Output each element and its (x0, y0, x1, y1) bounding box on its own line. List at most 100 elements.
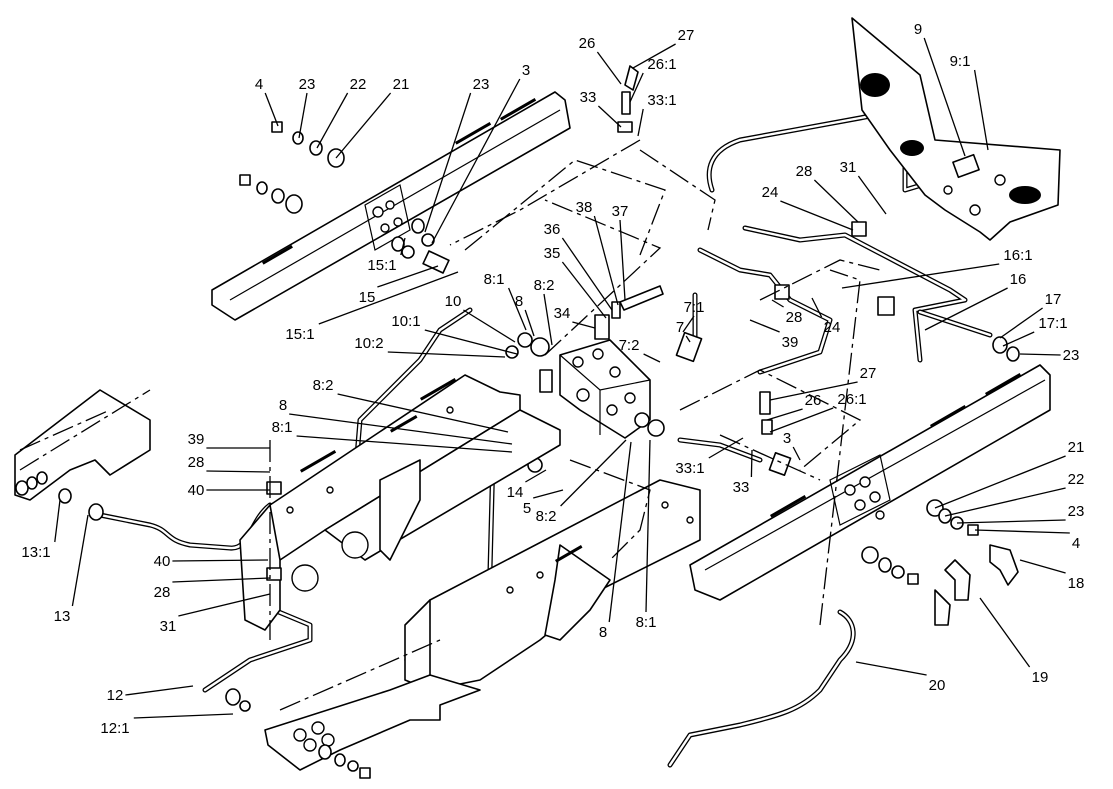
callout-leader (318, 271, 459, 325)
callout-label: 8 (599, 624, 607, 641)
callout-leader (841, 263, 1000, 289)
callout-leader (172, 577, 271, 583)
callout-leader (561, 237, 613, 311)
callout-leader (172, 559, 269, 562)
callout-label: 35 (544, 245, 561, 262)
callout-label: 4 (255, 76, 263, 93)
callout-label: 7:1 (684, 299, 705, 316)
callout-label: 8:2 (313, 377, 334, 394)
callout-leader (924, 287, 1008, 331)
assembly-centerlines (19, 139, 881, 711)
callout-label: 14 (507, 484, 524, 501)
callout-leader (619, 219, 626, 301)
callout-label: 40 (188, 482, 205, 499)
callout-label: 24 (762, 184, 779, 201)
callout-label: 5 (523, 500, 531, 517)
top-left-rail (211, 91, 571, 321)
callout-label: 23 (1068, 503, 1085, 520)
callout-label: 31 (840, 159, 857, 176)
callout-leader (974, 529, 1070, 534)
callout-leader (813, 179, 859, 223)
callout-label: 36 (544, 221, 561, 238)
callout-leader (133, 713, 234, 719)
callout-label: 8 (515, 293, 523, 310)
callout-label: 33 (733, 479, 750, 496)
callout-label: 3 (783, 430, 791, 447)
callout-leader (685, 335, 691, 343)
callout-label: 16 (1010, 271, 1027, 288)
callout-leader (289, 413, 513, 445)
callout-leader (923, 37, 966, 157)
callout-label: 8:1 (272, 419, 293, 436)
callout-label: 16:1 (1003, 247, 1032, 264)
left-end-plate (14, 389, 151, 521)
callout-label: 28 (796, 163, 813, 180)
callout-leader (934, 455, 1066, 509)
callout-label: 10:2 (354, 335, 383, 352)
callout-leader (387, 351, 506, 358)
callout-label: 12 (107, 687, 124, 704)
callout-leader (561, 261, 607, 319)
callout-leader (400, 237, 406, 256)
callout-leader (298, 92, 308, 139)
callout-leader (572, 321, 596, 329)
callout-leader (979, 597, 1031, 668)
callout-leader (645, 439, 651, 613)
callout-leader (811, 297, 823, 318)
callout-label: 23 (473, 76, 490, 93)
callout-leader (463, 309, 516, 343)
callout-label: 8 (279, 397, 287, 414)
callout-leader (750, 449, 753, 478)
callout-label: 26:1 (647, 56, 676, 73)
callout-label: 7:2 (619, 337, 640, 354)
callout-label: 27 (860, 365, 877, 382)
bottom-left-bracket (225, 674, 481, 779)
callout-leader (708, 437, 744, 459)
callout-leader (855, 661, 927, 676)
callout-leader (597, 105, 622, 128)
callout-leader (766, 408, 803, 421)
callout-label: 10:1 (391, 313, 420, 330)
callout-leader (178, 593, 271, 617)
callout-label: 7 (676, 319, 684, 336)
callout-label: 38 (576, 199, 593, 216)
callout-label: 15 (359, 289, 376, 306)
callout-leader (1019, 559, 1066, 574)
callout-label: 19 (1032, 669, 1049, 686)
callout-leader (507, 287, 527, 331)
callout-leader (973, 69, 989, 151)
callout-leader (525, 469, 547, 483)
callout-label: 9 (914, 21, 922, 38)
callout-label: 3 (522, 62, 530, 79)
callout-leader (792, 446, 801, 461)
callout-label: 21 (1068, 439, 1085, 456)
callout-leader (337, 393, 509, 433)
callout-label: 22 (350, 76, 367, 93)
callout-leader (533, 489, 564, 499)
callout-leader (264, 92, 279, 127)
callout-label: 33:1 (675, 460, 704, 477)
callout-leader (944, 487, 1066, 517)
callout-leader (377, 265, 439, 288)
callout-label: 13 (54, 608, 71, 625)
callout-leader (593, 215, 619, 306)
callout-leader (316, 92, 349, 149)
callout-label: 15:1 (367, 257, 396, 274)
callout-label: 28 (786, 309, 803, 326)
callout-leader (857, 175, 887, 215)
callout-label: 28 (154, 584, 171, 601)
callout-label: 21 (393, 76, 410, 93)
callout-leader (206, 470, 271, 473)
callout-label: 34 (554, 305, 571, 322)
callout-leader (632, 43, 676, 69)
callout-label: 10 (445, 293, 462, 310)
callout-leader (780, 200, 854, 231)
callout-leader (524, 309, 535, 337)
callout-label: 17:1 (1038, 315, 1067, 332)
callout-leader (999, 307, 1043, 339)
callout-leader (543, 293, 553, 346)
callout-leader (1002, 331, 1035, 347)
callout-label: 24 (824, 319, 841, 336)
hydraulic-lines (97, 111, 993, 768)
